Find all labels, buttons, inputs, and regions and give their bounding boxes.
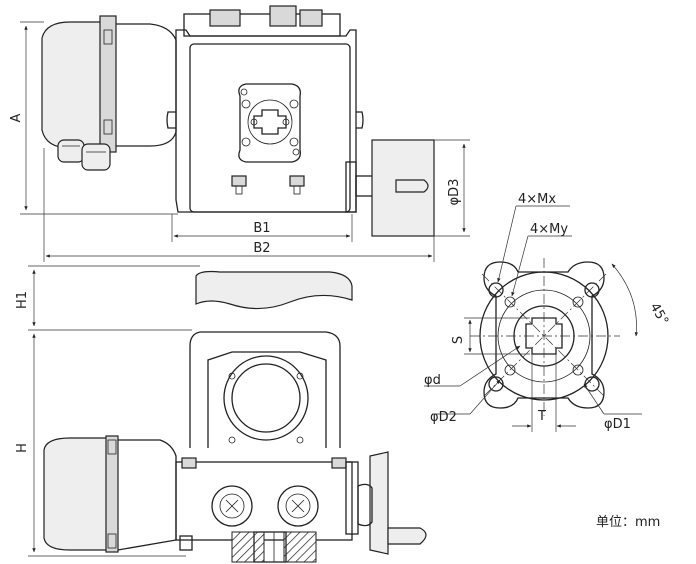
terminal-right (277, 485, 319, 527)
dim-label-D3: φD3 (447, 179, 462, 206)
label-My: 4×My (530, 222, 568, 237)
motor-body-side (43, 437, 113, 551)
housing-ear (166, 111, 176, 129)
label-Mx: 4×Mx (518, 192, 556, 207)
side-handwheel (369, 451, 389, 555)
dim-label-A: A (9, 113, 24, 122)
flange-detail: 45° 4×Mx 4×My S φd φD2 φD1 T (424, 192, 671, 432)
angle-label: 45° (647, 301, 672, 328)
label-T: T (537, 409, 546, 424)
cable-gland (81, 143, 111, 171)
label-S: S (451, 336, 466, 344)
motor-bolt (103, 29, 113, 45)
hole-My (504, 296, 516, 308)
coupling-right (283, 531, 317, 563)
label-D1: φD1 (604, 417, 631, 432)
unit-note: 单位：mm (596, 515, 660, 530)
top-cover (195, 270, 353, 310)
label-d: φd (424, 373, 441, 388)
motor-flange-side (105, 435, 119, 553)
dim-label-B2: B2 (253, 241, 270, 256)
cover-boss (269, 5, 297, 27)
housing-ear (356, 111, 364, 129)
dim-label-B1: B1 (253, 221, 270, 236)
motor-adapter-top (116, 23, 177, 147)
handwheel-collar (345, 161, 357, 213)
motor-bolt (103, 119, 113, 135)
top-view: A B1 B2 φD3 (9, 5, 470, 262)
housing-face (189, 43, 351, 213)
cover-boss (209, 9, 241, 27)
label-D2: φD2 (430, 410, 457, 425)
housing-top-edge (183, 13, 341, 37)
main-housing-top (175, 29, 357, 213)
motor-adapter-side (117, 439, 177, 551)
hole-Mx (488, 282, 504, 298)
face-bolt (231, 175, 247, 187)
dim-label-H: H (15, 443, 30, 453)
side-housing (189, 331, 341, 448)
cable-gland (57, 139, 85, 163)
gearbox (175, 461, 353, 541)
handwheel-shaft (355, 175, 375, 197)
side-cover-outer (223, 355, 309, 441)
motor-flange-top (99, 15, 117, 153)
coupling-left (231, 531, 265, 563)
flange-bore (247, 99, 293, 145)
dim-label-H1: H1 (15, 291, 30, 309)
face-bolt (289, 175, 305, 187)
handwheel-knob (395, 179, 429, 193)
side-handle (387, 527, 427, 545)
output-flange (238, 83, 301, 163)
cover-boss (299, 9, 323, 27)
side-housing-inner (207, 351, 327, 448)
side-cover-inner (231, 363, 301, 433)
spline-bore (253, 109, 287, 135)
side-view: H1 H (15, 265, 427, 563)
terminal-left (211, 485, 253, 527)
